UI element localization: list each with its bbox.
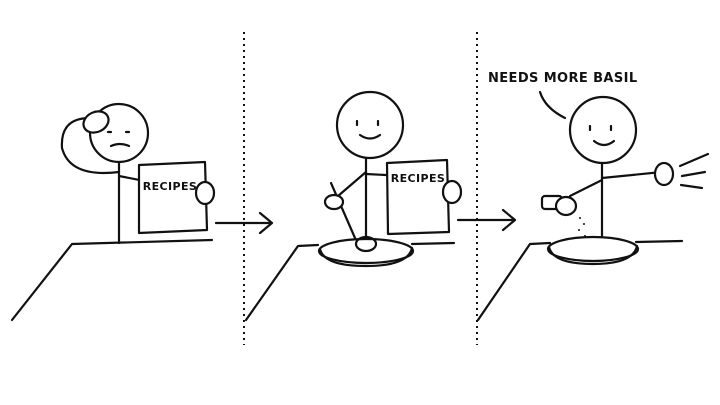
table — [10, 238, 214, 322]
hand — [194, 180, 216, 206]
smile — [358, 133, 382, 140]
stick-figure-cooking — [323, 90, 408, 240]
frying-pan — [546, 235, 640, 266]
frying-pan — [317, 235, 415, 268]
eyes — [588, 124, 613, 132]
arrow-right — [456, 208, 517, 232]
hand — [441, 179, 463, 205]
panel-2: RECIPES — [244, 90, 517, 322]
worried-mouth — [109, 142, 131, 148]
panel-3: NEEDS MORE BASIL — [476, 71, 710, 322]
toss-motion-lines — [678, 152, 710, 190]
head — [568, 95, 638, 165]
stick-figure-seasoning — [540, 95, 710, 242]
table — [244, 241, 456, 322]
arm-scratching-head — [60, 116, 121, 174]
food-in-pan — [354, 235, 378, 253]
recipe-book: RECIPES — [385, 158, 463, 236]
eyes — [355, 119, 380, 127]
head — [335, 90, 405, 160]
arm-tossing — [600, 170, 664, 180]
spoon — [329, 181, 357, 240]
book-label: RECIPES — [391, 172, 445, 185]
hand — [323, 193, 345, 211]
hand — [653, 161, 675, 187]
arm-stirring — [336, 170, 368, 198]
recipe-book: RECIPES — [137, 160, 216, 235]
hand — [82, 110, 110, 134]
hand — [554, 195, 578, 217]
arrow-right — [214, 211, 274, 235]
book-label: RECIPES — [143, 180, 197, 193]
speech-line — [538, 90, 567, 120]
table — [476, 239, 684, 322]
speech-text: NEEDS MORE BASIL — [488, 71, 638, 86]
arm — [568, 178, 604, 198]
panel-1: RECIPES — [10, 102, 274, 322]
smile — [592, 139, 616, 147]
